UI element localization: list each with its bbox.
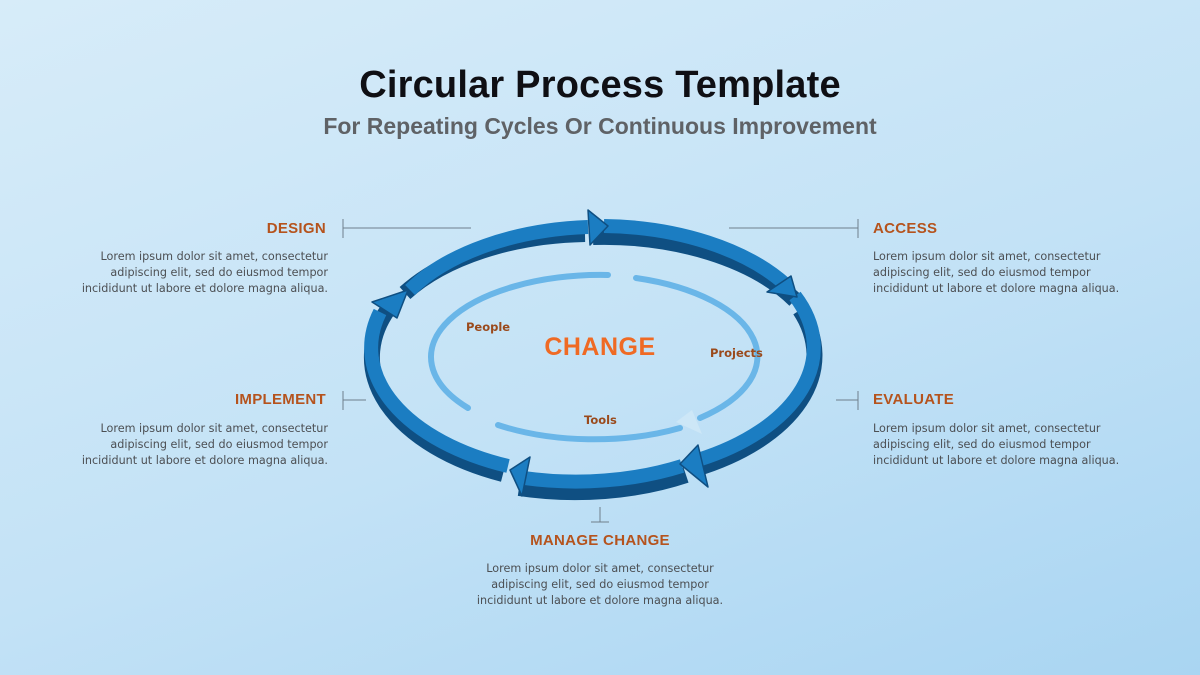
page-subtitle: For Repeating Cycles Or Continuous Impro… <box>323 113 877 139</box>
arrow-heads <box>371 209 798 497</box>
inner-segment-tools <box>495 422 683 443</box>
stage-desc-design: Lorem ipsum dolor sit amet, consectetur … <box>81 250 328 296</box>
stage-title-access: ACCESS <box>873 220 938 237</box>
outer-segment-access-to-evaluate <box>695 291 821 467</box>
arrowhead-to-manage <box>679 444 709 488</box>
stage-title-evaluate: EVALUATE <box>873 391 955 408</box>
inner-segment-projects <box>633 275 761 421</box>
stage-desc-evaluate: Lorem ipsum dolor sit amet, consectetur … <box>873 422 1120 468</box>
outer-ring <box>364 219 821 489</box>
connector-lines <box>342 219 859 523</box>
outer-segment-design-to-access <box>603 219 791 291</box>
inner-ring <box>428 271 761 443</box>
page-title: Circular Process Template <box>359 64 841 106</box>
arrowhead-to-implement <box>509 456 531 497</box>
stage-title-implement: IMPLEMENT <box>234 391 326 408</box>
stage-desc-implement: Lorem ipsum dolor sit amet, consectetur … <box>81 422 328 468</box>
stage-title-manage-change: MANAGE CHANGE <box>530 532 670 549</box>
outer-segment-manage-to-implement <box>364 308 510 473</box>
outer-segment-evaluate-to-manage <box>523 459 685 489</box>
outer-segment-implement-to-design <box>405 220 589 296</box>
inner-segment-people <box>428 271 611 411</box>
arrowhead-to-design <box>371 289 409 319</box>
inner-label-projects: Projects <box>710 346 763 360</box>
arrowhead-to-access <box>587 209 609 246</box>
cycle-center-label: CHANGE <box>544 333 656 361</box>
stage-desc-manage-change: Lorem ipsum dolor sit amet, consectetur … <box>476 562 724 608</box>
stage-desc-access: Lorem ipsum dolor sit amet, consectetur … <box>873 250 1120 296</box>
inner-label-people: People <box>466 320 511 334</box>
stage-title-design: DESIGN <box>266 220 326 237</box>
arrowhead-to-evaluate <box>766 275 798 298</box>
inner-arrow-tip <box>676 410 702 434</box>
inner-label-tools: Tools <box>584 413 617 427</box>
